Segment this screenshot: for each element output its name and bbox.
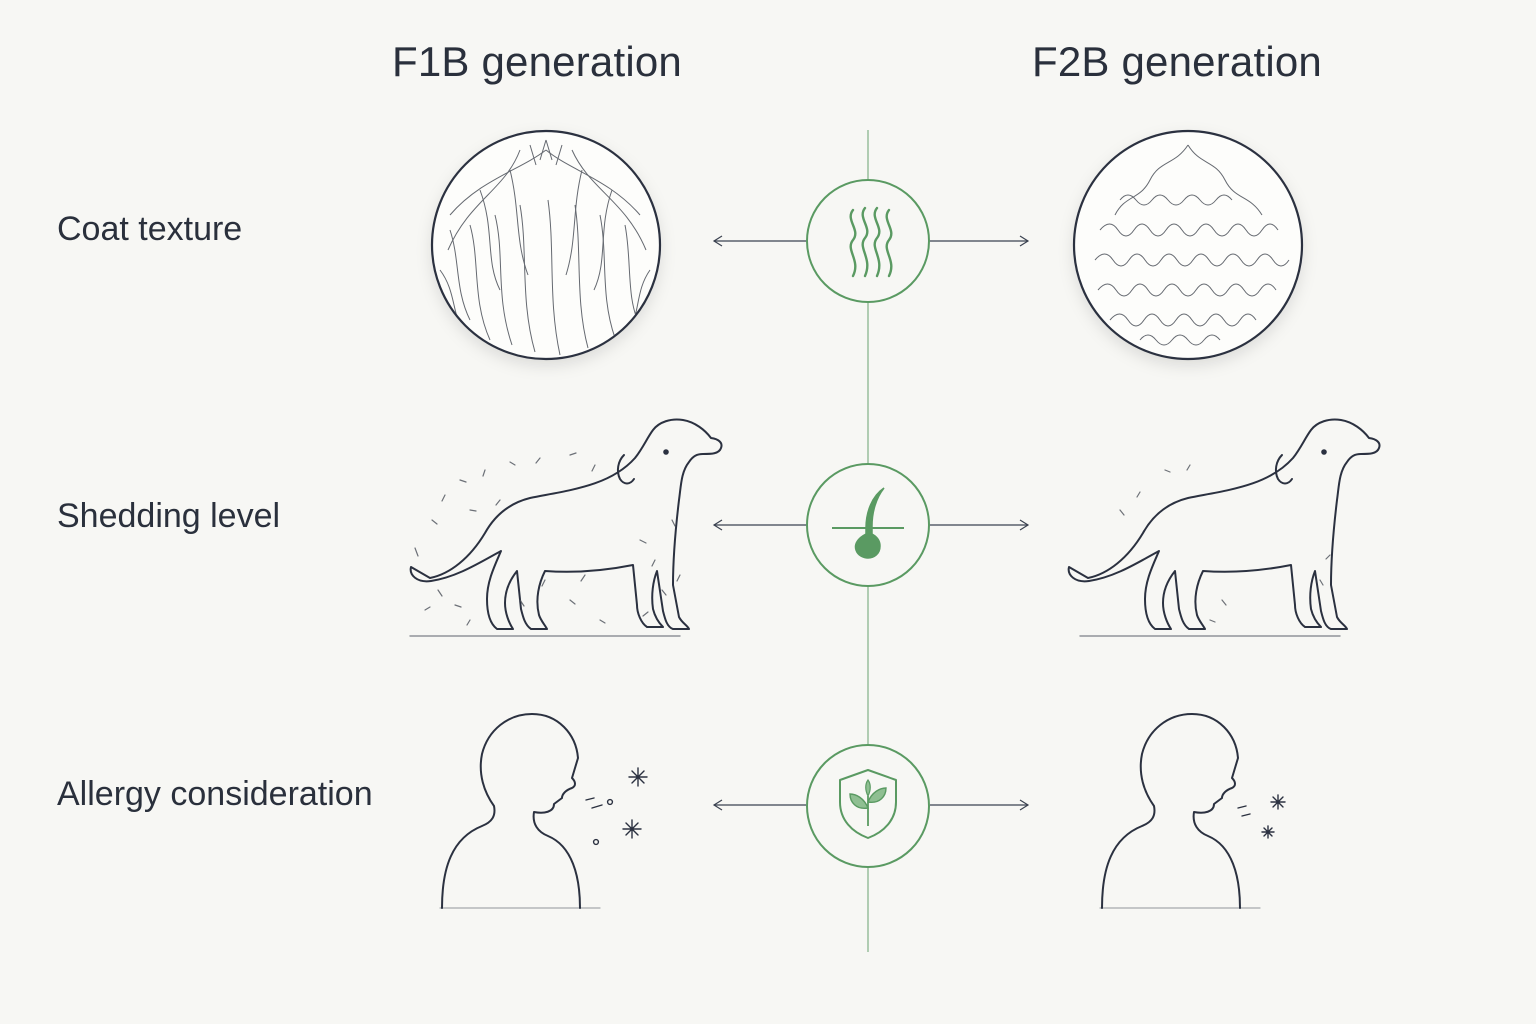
shed-hair-particles-f2b: [1119, 464, 1331, 623]
coat-texture-connector: [712, 235, 1030, 247]
shed-hair-particles-f1b: [414, 452, 681, 626]
f2b-coat-swatch: [1072, 129, 1304, 361]
f2b-person-sneezing: [1099, 713, 1261, 909]
f2b-shedding-dog: [1067, 418, 1381, 637]
f1b-shedding-dog: [409, 418, 723, 637]
allergy-consideration-label: Allergy consideration: [57, 775, 373, 813]
allergen-particles-f2b: [1237, 794, 1286, 839]
wavy-hair-icon: [806, 179, 930, 303]
shedding-level-label: Shedding level: [57, 497, 281, 535]
shedding-level-connector: [712, 519, 1030, 531]
f2b-generation-title: F2B generation: [1032, 38, 1322, 85]
hair-follicle-icon: [806, 463, 930, 587]
f1b-person-sneezing: [439, 713, 601, 909]
shield-leaf-icon: [806, 744, 930, 868]
f1b-coat-swatch: [430, 129, 662, 361]
f1b-generation-title: F1B generation: [392, 38, 682, 85]
coat-texture-label: Coat texture: [57, 210, 243, 248]
allergy-consideration-connector: [712, 799, 1030, 811]
allergen-particles-f1b: [585, 767, 648, 846]
